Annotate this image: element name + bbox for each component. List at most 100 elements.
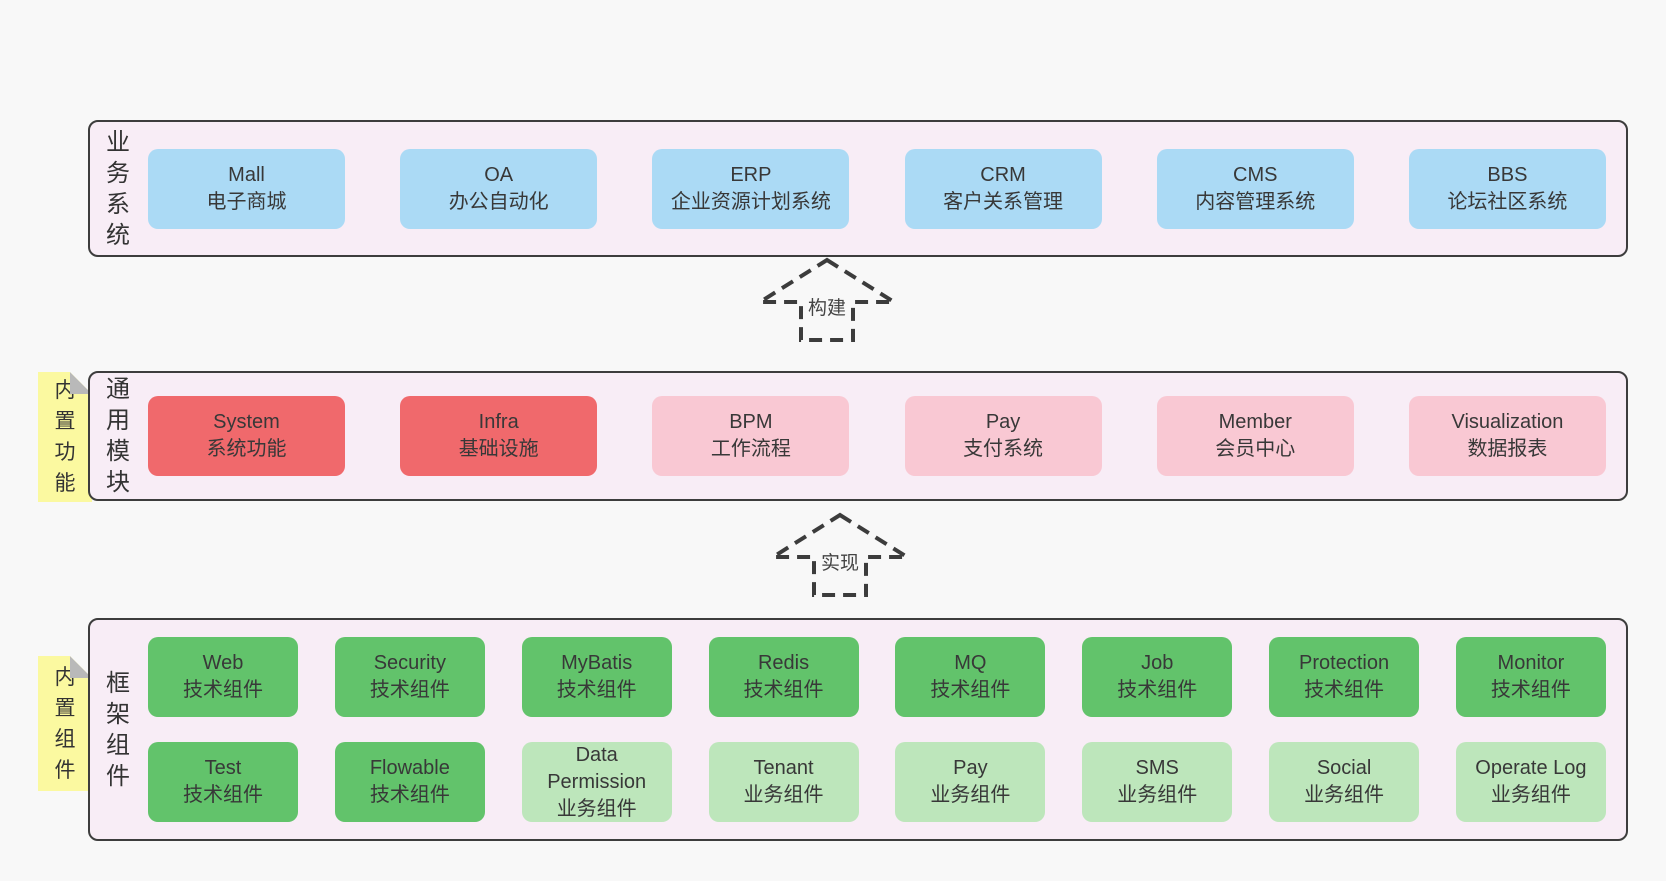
diagram-box: Infra 基础设施 bbox=[400, 396, 598, 476]
diagram-box: Redis 技术组件 bbox=[708, 637, 859, 717]
box-subtitle: 技术组件 bbox=[183, 679, 263, 701]
diagram-box: Protection 技术组件 bbox=[1269, 637, 1420, 717]
box-subtitle: 技术组件 bbox=[556, 679, 637, 701]
up-arrow-icon bbox=[770, 512, 910, 597]
box-subtitle: 技术组件 bbox=[183, 784, 263, 806]
box-title: Test bbox=[204, 757, 242, 779]
arrow-label: 构建 bbox=[805, 293, 849, 320]
box-title: Job bbox=[1141, 652, 1174, 674]
box-subtitle: 业务组件 bbox=[1117, 784, 1198, 806]
box-subtitle: 技术组件 bbox=[930, 679, 1011, 701]
box-title: Social bbox=[1316, 757, 1372, 779]
diagram-box: Visualization 数据报表 bbox=[1408, 396, 1606, 476]
panel-label: 业务系统 bbox=[106, 128, 130, 249]
panel-label: 框架组件 bbox=[106, 669, 130, 790]
box-subtitle: 业务组件 bbox=[1304, 784, 1385, 806]
box-subtitle: 业务组件 bbox=[743, 784, 824, 806]
up-arrow-icon bbox=[757, 257, 897, 342]
dashed-up-arrow-build: 构建 bbox=[757, 257, 897, 343]
box-subtitle: 业务组件 bbox=[556, 797, 637, 820]
diagram-box: Member 会员中心 bbox=[1156, 396, 1354, 476]
diagram-box: MQ 技术组件 bbox=[895, 637, 1046, 717]
box-subtitle: 技术组件 bbox=[1490, 679, 1571, 701]
box-title: Protection bbox=[1299, 652, 1390, 674]
box-subtitle: 系统功能 bbox=[206, 438, 287, 460]
box-subtitle: 业务组件 bbox=[930, 784, 1011, 806]
components-row-2: Test 技术组件 Flowable 技术组件 Data Permission … bbox=[148, 742, 1606, 822]
dashed-up-arrow-implement: 实现 bbox=[770, 512, 910, 598]
sticky-note-text: 内置组件 bbox=[54, 665, 76, 782]
arrow-label: 实现 bbox=[818, 548, 862, 575]
business-box-row: Mall 电子商城 OA 办公自动化 ERP 企业资源计划系统 CRM 客户关系… bbox=[148, 148, 1606, 229]
diagram-box: CMS 内容管理系统 bbox=[1156, 148, 1354, 229]
box-subtitle: 数据报表 bbox=[1467, 438, 1548, 460]
panel-label: 通用模块 bbox=[106, 376, 130, 496]
box-title: Security bbox=[373, 652, 446, 674]
box-title: SMS bbox=[1135, 757, 1179, 779]
box-subtitle: 业务组件 bbox=[1490, 784, 1571, 806]
diagram-box: Operate Log 业务组件 bbox=[1455, 742, 1606, 822]
box-subtitle: 技术组件 bbox=[369, 679, 450, 701]
box-subtitle: 企业资源计划系统 bbox=[670, 190, 831, 213]
diagram-box: Pay 业务组件 bbox=[895, 742, 1046, 822]
box-subtitle: 办公自动化 bbox=[448, 190, 549, 213]
box-subtitle: 技术组件 bbox=[743, 679, 824, 701]
diagram-box: Pay 支付系统 bbox=[904, 396, 1102, 476]
box-title: MyBatis bbox=[561, 652, 633, 674]
box-title: Web bbox=[202, 652, 244, 674]
box-title: Tenant bbox=[753, 757, 814, 779]
sticky-note-builtin-features: 内置功能 bbox=[38, 372, 92, 502]
box-subtitle: 工作流程 bbox=[710, 438, 791, 460]
box-title: BPM bbox=[729, 411, 773, 433]
panel-framework-components: 框架组件 Web 技术组件 Security 技术组件 MyBatis bbox=[88, 618, 1628, 841]
box-title: Data Permission bbox=[547, 743, 647, 793]
box-title: CRM bbox=[980, 163, 1026, 186]
diagram-box: Mall 电子商城 bbox=[148, 148, 345, 229]
components-grid: Web 技术组件 Security 技术组件 MyBatis 技术组件 bbox=[148, 637, 1606, 822]
box-title: Monitor bbox=[1497, 652, 1565, 674]
diagram-box: System 系统功能 bbox=[148, 396, 345, 476]
box-title: ERP bbox=[730, 163, 772, 186]
diagram-box: ERP 企业资源计划系统 bbox=[652, 148, 850, 229]
box-subtitle: 客户关系管理 bbox=[943, 190, 1064, 213]
box-subtitle: 支付系统 bbox=[963, 438, 1044, 460]
box-title: Infra bbox=[478, 411, 519, 433]
box-title: Pay bbox=[953, 757, 988, 779]
diagram-box: Tenant 业务组件 bbox=[708, 742, 859, 822]
diagram-box: Job 技术组件 bbox=[1082, 637, 1233, 717]
diagram-box: Flowable 技术组件 bbox=[334, 742, 485, 822]
box-title: Member bbox=[1218, 411, 1292, 433]
diagram-box: OA 办公自动化 bbox=[400, 148, 598, 229]
box-subtitle: 基础设施 bbox=[458, 438, 539, 460]
diagram-box: Data Permission 业务组件 bbox=[521, 742, 672, 822]
components-row-1: Web 技术组件 Security 技术组件 MyBatis 技术组件 bbox=[148, 637, 1606, 717]
sticky-note-builtin-components: 内置组件 bbox=[38, 656, 92, 791]
diagram-box: Test 技术组件 bbox=[148, 742, 298, 822]
panel-business-systems: 业务系统 Mall 电子商城 OA 办公自动化 ERP 企业资源计划系统 bbox=[88, 120, 1628, 257]
box-subtitle: 论坛社区系统 bbox=[1447, 190, 1568, 213]
box-title: Redis bbox=[757, 652, 810, 674]
box-title: Pay bbox=[985, 411, 1021, 433]
box-title: Mall bbox=[228, 163, 265, 186]
box-subtitle: 会员中心 bbox=[1215, 438, 1296, 460]
box-title: Operate Log bbox=[1475, 757, 1587, 779]
box-subtitle: 技术组件 bbox=[1304, 679, 1385, 701]
diagram-box: MyBatis 技术组件 bbox=[521, 637, 672, 717]
diagram-box: SMS 业务组件 bbox=[1082, 742, 1233, 822]
diagram-box: Monitor 技术组件 bbox=[1455, 637, 1606, 717]
diagram-box: BPM 工作流程 bbox=[652, 396, 850, 476]
box-title: System bbox=[213, 411, 280, 433]
box-subtitle: 电子商城 bbox=[206, 190, 287, 213]
modules-box-row: System 系统功能 Infra 基础设施 BPM 工作流程 Pay 支付系统 bbox=[148, 396, 1606, 476]
diagram-box: Social 业务组件 bbox=[1269, 742, 1420, 822]
diagram-box: Security 技术组件 bbox=[334, 637, 485, 717]
diagram-box: CRM 客户关系管理 bbox=[904, 148, 1102, 229]
box-title: Visualization bbox=[1451, 411, 1564, 433]
box-title: BBS bbox=[1487, 163, 1528, 186]
diagram-box: BBS 论坛社区系统 bbox=[1408, 148, 1606, 229]
diagram-box: Web 技术组件 bbox=[148, 637, 298, 717]
box-subtitle: 内容管理系统 bbox=[1195, 190, 1316, 213]
box-title: CMS bbox=[1233, 163, 1278, 186]
box-subtitle: 技术组件 bbox=[369, 784, 450, 806]
